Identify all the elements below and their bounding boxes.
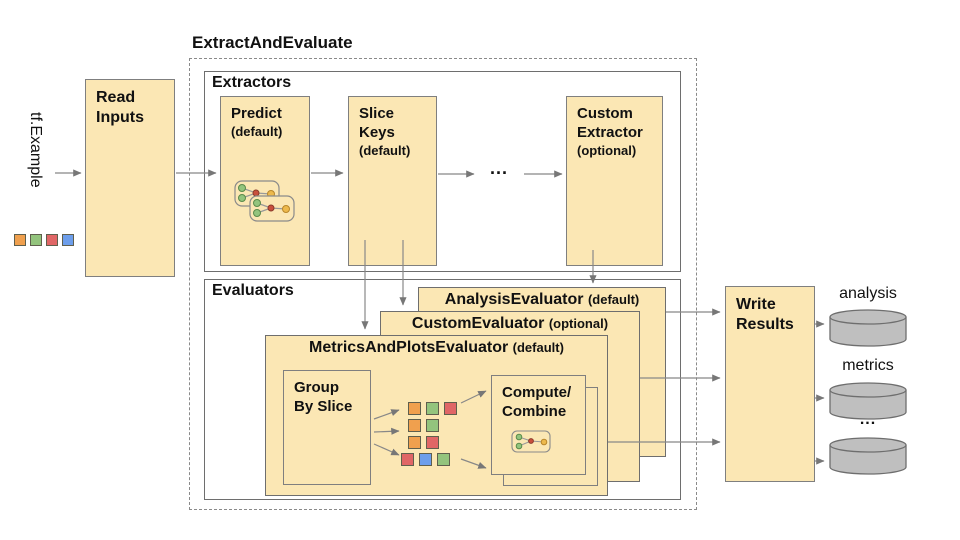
data-square-orange [408,402,421,415]
extractors-label: Extractors [212,74,292,91]
model-graph-icon [234,180,295,222]
extract-and-evaluate-container [189,58,697,510]
write-results-title: Write Results [736,296,794,333]
write-results-box: Write Results [725,286,815,482]
evaluators-container: Evaluators [204,279,681,500]
compute-combine-box: Compute/ Combine [491,375,586,475]
data-square-green [437,453,450,466]
custom-extractor-qualifier: (optional) [577,142,637,158]
sliced-data-squares [401,402,457,470]
more-outputs-ellipsis: ... [859,411,877,428]
data-square-blue [62,234,74,246]
compute-combine-title: Compute/ Combine [502,384,572,420]
data-square-red [401,453,414,466]
slice-row [401,402,457,415]
custom-evaluator-name: CustomEvaluator [411,315,545,332]
data-square-blue [419,453,432,466]
data-square-orange [14,234,26,246]
metrics-and-plots-evaluator-qualifier: (default) [512,340,564,355]
data-square-orange [408,419,421,432]
analysis-evaluator-title: AnalysisEvaluator (default) [419,288,665,309]
group-by-slice-box: Group By Slice [283,370,371,485]
extractors-container: Extractors [204,71,681,272]
combine-graph-icon [511,430,551,453]
metrics-output-label: metrics [842,357,894,374]
slice-keys-title: Slice Keys [359,105,395,141]
metrics-and-plots-evaluator-name: MetricsAndPlotsEvaluator [309,339,509,356]
slice-row [401,453,457,466]
pipeline-title: ExtractAndEvaluate [192,33,353,52]
analysis-output-label: analysis [839,285,897,302]
metrics-database-icon [829,382,907,420]
slice-keys-qualifier: (default) [359,142,411,158]
evaluators-label: Evaluators [212,282,294,299]
slice-row [401,419,457,432]
data-square-red [426,436,439,449]
custom-extractor-title: Custom Extractor [577,105,643,141]
predict-title: Predict [231,105,282,122]
group-by-slice-title: Group By Slice [294,379,353,415]
tf-example-label: tf.Example [27,112,44,188]
extractors-ellipsis: ... [490,158,509,178]
data-square-green [426,402,439,415]
custom-extractor-box: Custom Extractor (optional) [566,96,663,266]
slice-row [401,436,457,449]
more-database-icon [829,437,907,475]
input-data-squares [14,234,74,246]
metrics-and-plots-evaluator-title: MetricsAndPlotsEvaluator (default) [266,336,607,357]
data-square-red [46,234,58,246]
custom-evaluator-qualifier: (optional) [548,316,609,331]
data-square-red [444,402,457,415]
analysis-evaluator-name: AnalysisEvaluator [444,291,584,308]
read-inputs-box: Read Inputs [85,79,175,277]
data-square-green [426,419,439,432]
custom-evaluator-title: CustomEvaluator (optional) [381,312,639,333]
data-square-orange [408,436,421,449]
analysis-evaluator-qualifier: (default) [587,292,640,307]
slice-keys-extractor-box: Slice Keys (default) [348,96,437,266]
analysis-database-icon [829,309,907,347]
data-square-green [30,234,42,246]
read-inputs-title: Read Inputs [96,89,144,126]
predict-qualifier: (default) [231,123,283,139]
